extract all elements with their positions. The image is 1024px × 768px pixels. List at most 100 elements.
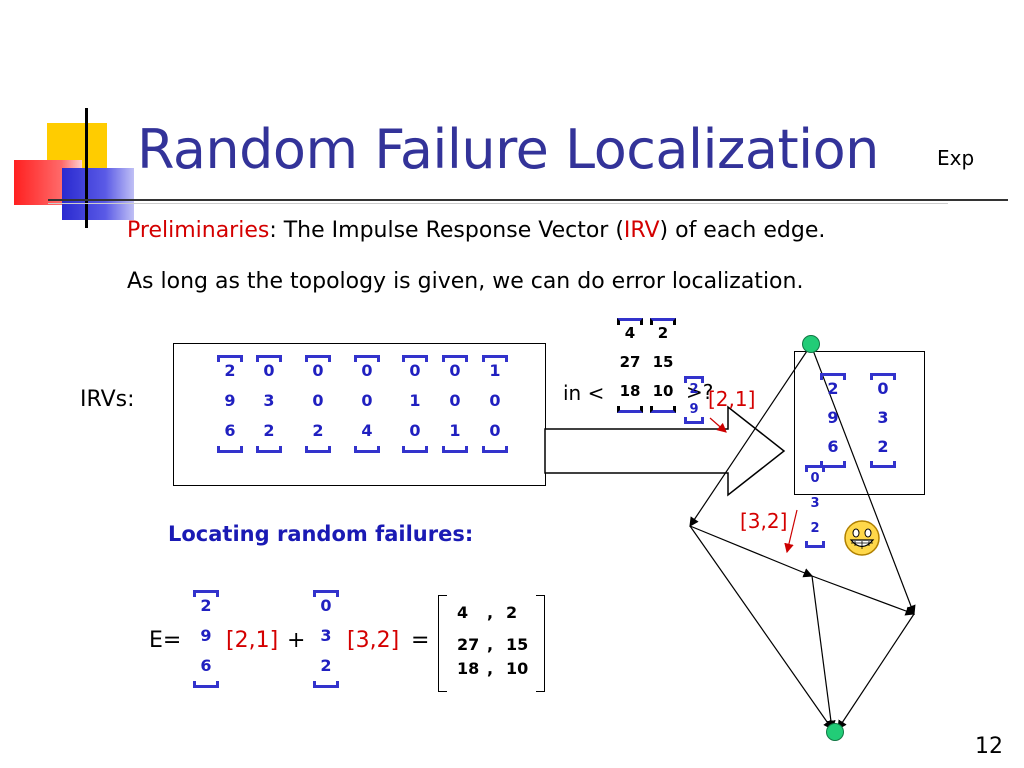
bracket-bottom (354, 446, 380, 453)
vector-entry: 0 (449, 391, 461, 410)
result-cell: 10 (506, 659, 529, 678)
result-cell: 2 (506, 603, 518, 622)
vector-entry: 10 (652, 382, 674, 400)
vector-entry: 0 (489, 421, 501, 440)
result-cell: , (487, 603, 494, 622)
bracket-bottom (482, 446, 508, 453)
vector-entry: 0 (312, 391, 324, 410)
bracket-top (354, 355, 380, 362)
bracket-bottom (805, 541, 825, 548)
preliminaries-highlight: Preliminaries (127, 218, 270, 243)
vector-entry: 0 (489, 391, 501, 410)
preliminaries-line: Preliminaries: The Impulse Response Vect… (127, 218, 825, 243)
bracket-bottom (217, 446, 243, 453)
vector-entry: 9 (224, 391, 236, 410)
locating-heading: Locating random failures: (168, 522, 474, 546)
bracket-bottom (684, 417, 704, 424)
bracket-top (256, 355, 282, 362)
observation-column-2: 2 15 10 (650, 318, 676, 413)
irv-vector: 1 0 0 (482, 355, 508, 453)
bracket-top (684, 376, 704, 383)
bracket-top (650, 318, 676, 325)
bracket-bottom (617, 406, 643, 413)
vector-entry: 0 (409, 361, 421, 380)
vector-entry: 0 (263, 361, 275, 380)
vector-entry: 4 (624, 324, 636, 342)
bracket-top (482, 355, 508, 362)
preliminaries-text-a: : The Impulse Response Vector ( (269, 218, 624, 243)
equation-edge-label-1: [2,1] (226, 628, 279, 653)
vector-entry: 1 (409, 391, 421, 410)
bracket-bottom (256, 446, 282, 453)
equation-vector-2: 0 3 2 (313, 590, 339, 688)
bracket-bottom (193, 681, 219, 688)
page-number: 12 (975, 734, 1003, 759)
bracket-bottom (870, 461, 896, 468)
bracket-top (805, 465, 825, 472)
bracket-top (617, 318, 643, 325)
vector-entry: 2 (827, 379, 839, 398)
bracket-bottom (650, 406, 676, 413)
result-cell: 15 (506, 635, 529, 654)
bracket-top (313, 590, 339, 597)
vector-entry: 2 (810, 521, 820, 536)
vector-entry: 3 (320, 626, 332, 645)
vector-entry: 0 (361, 361, 373, 380)
vector-entry: 1 (489, 361, 501, 380)
grinning-face-icon (844, 520, 880, 556)
preliminaries-text-b: ) of each edge. (659, 218, 826, 243)
result-cell: , (487, 635, 494, 654)
result-cell: 27 (457, 635, 480, 654)
vector-entry: 0 (449, 361, 461, 380)
vector-entry: 2 (320, 656, 332, 675)
bracket-bottom (313, 681, 339, 688)
vector-entry: 6 (200, 656, 212, 675)
irvs-box (173, 343, 546, 486)
equation-prefix: E= (149, 628, 182, 653)
vector-entry: 2 (263, 421, 275, 440)
vector-entry: 1 (449, 421, 461, 440)
irv-vector: 0 0 1 (442, 355, 468, 453)
topology-line: As long as the topology is given, we can… (127, 269, 804, 294)
vector-entry: 2 (877, 437, 889, 456)
bracket-top (870, 373, 896, 380)
bracket-bottom (442, 446, 468, 453)
bracket-top (305, 355, 331, 362)
equation-equals: = (411, 628, 430, 653)
vector-entry: 6 (827, 437, 839, 456)
vector-entry: 18 (619, 382, 641, 400)
bracket-bottom (305, 446, 331, 453)
vector-entry: 15 (652, 353, 674, 371)
vector-entry: 4 (361, 421, 373, 440)
equation-plus: + (287, 628, 306, 653)
matched-irv-vector-2: 0 3 2 (870, 373, 896, 468)
vector-entry: 0 (320, 596, 332, 615)
result-cell: , (487, 659, 494, 678)
irv-highlight: IRV (623, 218, 660, 243)
slide-title: Random Failure Localization (137, 118, 879, 181)
equation-edge-label-2: [3,2] (347, 628, 400, 653)
vector-entry: 3 (877, 408, 889, 427)
bracket-top (193, 590, 219, 597)
vector-entry: 0 (312, 361, 324, 380)
result-bracket-right (536, 595, 545, 692)
corner-label: Exp (937, 146, 975, 170)
vector-entry: 9 (689, 402, 699, 417)
candidate-edge-1: [2,1] (708, 387, 756, 411)
vector-entry: 2 (657, 324, 669, 342)
irvs-label: IRVs: (80, 387, 135, 412)
vector-entry: 9 (827, 408, 839, 427)
vector-entry: 3 (263, 391, 275, 410)
query-suffix: >? (686, 380, 714, 404)
vector-entry: 0 (877, 379, 889, 398)
irv-vector: 0 3 2 (256, 355, 282, 453)
query-prefix: in < (563, 381, 605, 405)
vector-entry: 0 (810, 471, 820, 486)
